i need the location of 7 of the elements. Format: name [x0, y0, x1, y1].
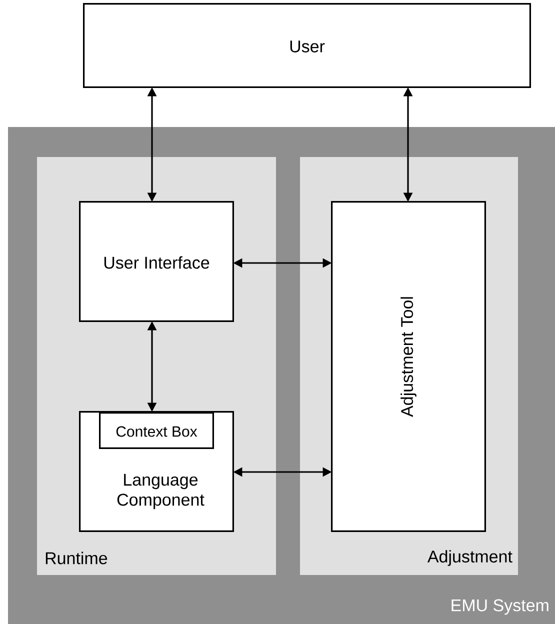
process-box: Adjustment Tool [331, 201, 486, 532]
process-box: User Interface [79, 201, 234, 322]
panel-label: Runtime [46, 552, 108, 564]
panel-label: EMU System [452, 599, 548, 615]
panel-label: Adjustment [427, 550, 512, 566]
process-box: User [83, 3, 531, 88]
process-box: Context Box [99, 412, 214, 449]
